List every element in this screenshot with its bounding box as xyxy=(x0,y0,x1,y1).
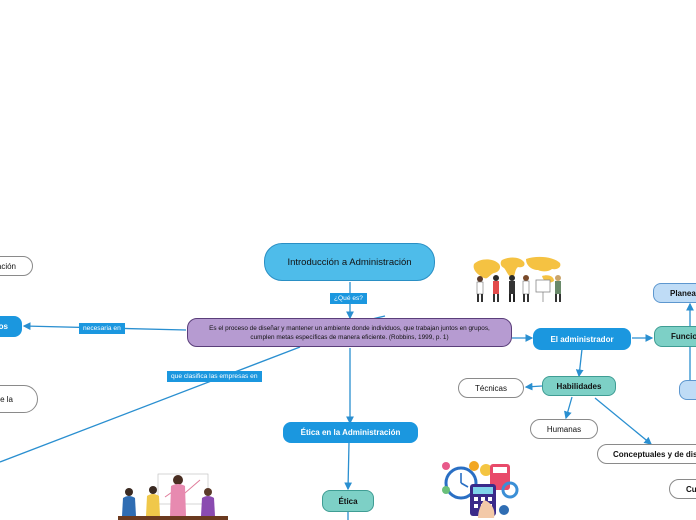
etica-administracion-node[interactable]: Ética en la Administración xyxy=(283,422,418,443)
business-meeting-illustration xyxy=(118,473,228,520)
team-world-map-illustration xyxy=(473,256,561,302)
humanas-node[interactable]: Humanas xyxy=(530,419,598,439)
central-title-node[interactable]: Introducción a Administración xyxy=(264,243,435,281)
left-node-middle[interactable]: os xyxy=(0,316,22,337)
planeacion-node[interactable]: Planea xyxy=(653,283,696,303)
left-node-bottom[interactable]: e la xyxy=(0,385,38,413)
link-label-clasifica[interactable]: que clasifica las empresas en xyxy=(167,371,262,382)
left-node-top[interactable]: ación xyxy=(0,256,33,276)
conceptuales-node[interactable]: Conceptuales y de dise xyxy=(597,444,696,464)
definition-node[interactable]: Es el proceso de diseñar y mantener un a… xyxy=(187,318,512,347)
productivity-gears-illustration xyxy=(442,461,519,518)
funciones-node[interactable]: Funcio xyxy=(654,326,696,347)
cu-node[interactable]: Cu xyxy=(669,479,696,499)
administrador-node[interactable]: El administrador xyxy=(533,328,631,350)
tecnicas-node[interactable]: Técnicas xyxy=(458,378,524,398)
link-label-necesaria-en[interactable]: necesaria en xyxy=(79,323,125,334)
link-label-que-es[interactable]: ¿Qué es? xyxy=(330,293,367,304)
funciones-child-node[interactable] xyxy=(679,380,696,400)
etica-node[interactable]: Ética xyxy=(322,490,374,512)
habilidades-node[interactable]: Habilidades xyxy=(542,376,616,396)
